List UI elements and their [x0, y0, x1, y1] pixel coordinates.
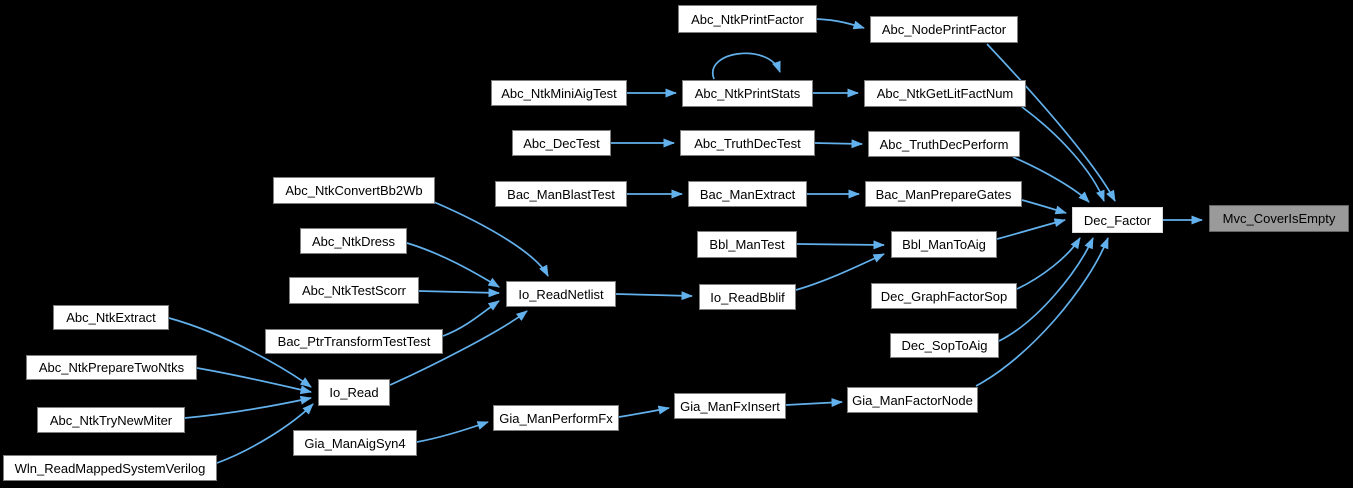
- node-Dec_Factor[interactable]: Dec_Factor: [1072, 207, 1163, 233]
- edge-Gia_ManPerformFx-Gia_ManFxInsert: [618, 405, 670, 418]
- node-Gia_ManFxInsert[interactable]: Gia_ManFxInsert: [674, 393, 786, 419]
- node-Bbl_ManTest[interactable]: Bbl_ManTest: [697, 231, 797, 258]
- node-Abc_TruthDecTest[interactable]: Abc_TruthDecTest: [680, 130, 815, 156]
- node-Gia_ManFactorNode[interactable]: Gia_ManFactorNode: [847, 387, 978, 413]
- node-Mvc_CoverIsEmpty: Mvc_CoverIsEmpty: [1209, 205, 1349, 232]
- edge-Io_ReadBblif-Bbl_ManToAig: [795, 253, 885, 291]
- edge-Abc_NtkDress-Io_ReadNetlist: [406, 242, 500, 288]
- node-Abc_NtkTestScorr[interactable]: Abc_NtkTestScorr: [289, 277, 419, 304]
- edge-Bbl_ManToAig-Dec_Factor: [996, 218, 1066, 240]
- node-Bac_ManBlastTest[interactable]: Bac_ManBlastTest: [495, 181, 627, 207]
- node-Abc_NtkExtract[interactable]: Abc_NtkExtract: [53, 305, 169, 330]
- node-Abc_NtkPrintStats[interactable]: Abc_NtkPrintStats: [682, 80, 813, 107]
- edge-Abc_NtkConvertBb2Wb-Io_ReadNetlist: [433, 201, 549, 277]
- node-Io_ReadNetlist[interactable]: Io_ReadNetlist: [506, 281, 616, 307]
- node-Dec_SopToAig[interactable]: Dec_SopToAig: [890, 333, 999, 358]
- node-Abc_NodePrintFactor[interactable]: Abc_NodePrintFactor: [870, 16, 1018, 43]
- edge-Abc_NodePrintFactor-Dec_Factor: [986, 43, 1116, 202]
- node-Gia_ManAigSyn4[interactable]: Gia_ManAigSyn4: [293, 430, 417, 456]
- edge-Abc_NtkTryNewMiter-Io_Read: [184, 395, 312, 419]
- node-Gia_ManPerformFx[interactable]: Gia_ManPerformFx: [493, 405, 619, 431]
- node-Bbl_ManToAig[interactable]: Bbl_ManToAig: [891, 231, 997, 258]
- node-Abc_DecTest[interactable]: Abc_DecTest: [512, 130, 611, 156]
- edge-Io_Read-Io_ReadNetlist: [389, 310, 528, 386]
- node-Abc_NtkMiniAigTest[interactable]: Abc_NtkMiniAigTest: [491, 80, 627, 106]
- edge-Wln_ReadMappedSystemVerilog-Io_Read: [216, 403, 314, 464]
- node-Abc_NtkTryNewMiter[interactable]: Abc_NtkTryNewMiter: [37, 407, 185, 433]
- edge-Dec_GraphFactorSop-Dec_Factor: [1016, 237, 1081, 290]
- node-Bac_ManExtract[interactable]: Bac_ManExtract: [688, 181, 807, 207]
- edge-Abc_NtkExtract-Io_Read: [168, 317, 312, 388]
- node-Io_ReadBblif[interactable]: Io_ReadBblif: [699, 284, 796, 310]
- edge-Abc_TruthDecPerform-Dec_Factor: [1012, 156, 1090, 203]
- edge-Gia_ManFactorNode-Dec_Factor: [975, 237, 1109, 387]
- edge-Abc_TruthDecTest-Abc_TruthDecPerform: [814, 139, 863, 149]
- node-Abc_NtkPrepareTwoNtks[interactable]: Abc_NtkPrepareTwoNtks: [26, 355, 197, 380]
- node-Io_Read[interactable]: Io_Read: [318, 379, 390, 406]
- edge-Gia_ManFxInsert-Gia_ManFactorNode: [785, 398, 843, 408]
- edge-Io_ReadNetlist-Io_ReadBblif: [615, 291, 693, 301]
- node-Abc_NtkConvertBb2Wb[interactable]: Abc_NtkConvertBb2Wb: [273, 177, 435, 204]
- edge-Bac_PtrTransformTestTest-Io_ReadNetlist: [442, 300, 500, 337]
- edge-Abc_NtkPrintStats-self-loop: [711, 52, 781, 80]
- edge-Dec_SopToAig-Dec_Factor: [998, 237, 1094, 342]
- edge-Abc_NtkPrintFactor-Abc_NodePrintFactor: [816, 18, 865, 30]
- edge-Gia_ManAigSyn4-Gia_ManPerformFx: [416, 421, 489, 443]
- edge-Abc_NtkPrepareTwoNtks-Io_Read: [196, 367, 312, 395]
- node-Bac_ManPrepareGates[interactable]: Bac_ManPrepareGates: [865, 181, 1022, 207]
- edge-Abc_NtkTestScorr-Io_ReadNetlist: [418, 288, 500, 298]
- node-Dec_GraphFactorSop[interactable]: Dec_GraphFactorSop: [871, 283, 1017, 309]
- edge-Abc_NtkGetLitFactNum-Dec_Factor: [1021, 106, 1105, 202]
- edge-Bbl_ManTest-Bbl_ManToAig: [796, 240, 885, 250]
- node-Wln_ReadMappedSystemVerilog[interactable]: Wln_ReadMappedSystemVerilog: [3, 455, 217, 481]
- edge-Bac_ManPrepareGates-Dec_Factor: [1021, 199, 1067, 215]
- node-Bac_PtrTransformTestTest[interactable]: Bac_PtrTransformTestTest: [265, 329, 443, 354]
- node-Abc_TruthDecPerform[interactable]: Abc_TruthDecPerform: [868, 131, 1020, 157]
- node-Abc_NtkDress[interactable]: Abc_NtkDress: [300, 228, 407, 254]
- node-Abc_NtkPrintFactor[interactable]: Abc_NtkPrintFactor: [678, 5, 817, 33]
- node-Abc_NtkGetLitFactNum[interactable]: Abc_NtkGetLitFactNum: [864, 80, 1026, 107]
